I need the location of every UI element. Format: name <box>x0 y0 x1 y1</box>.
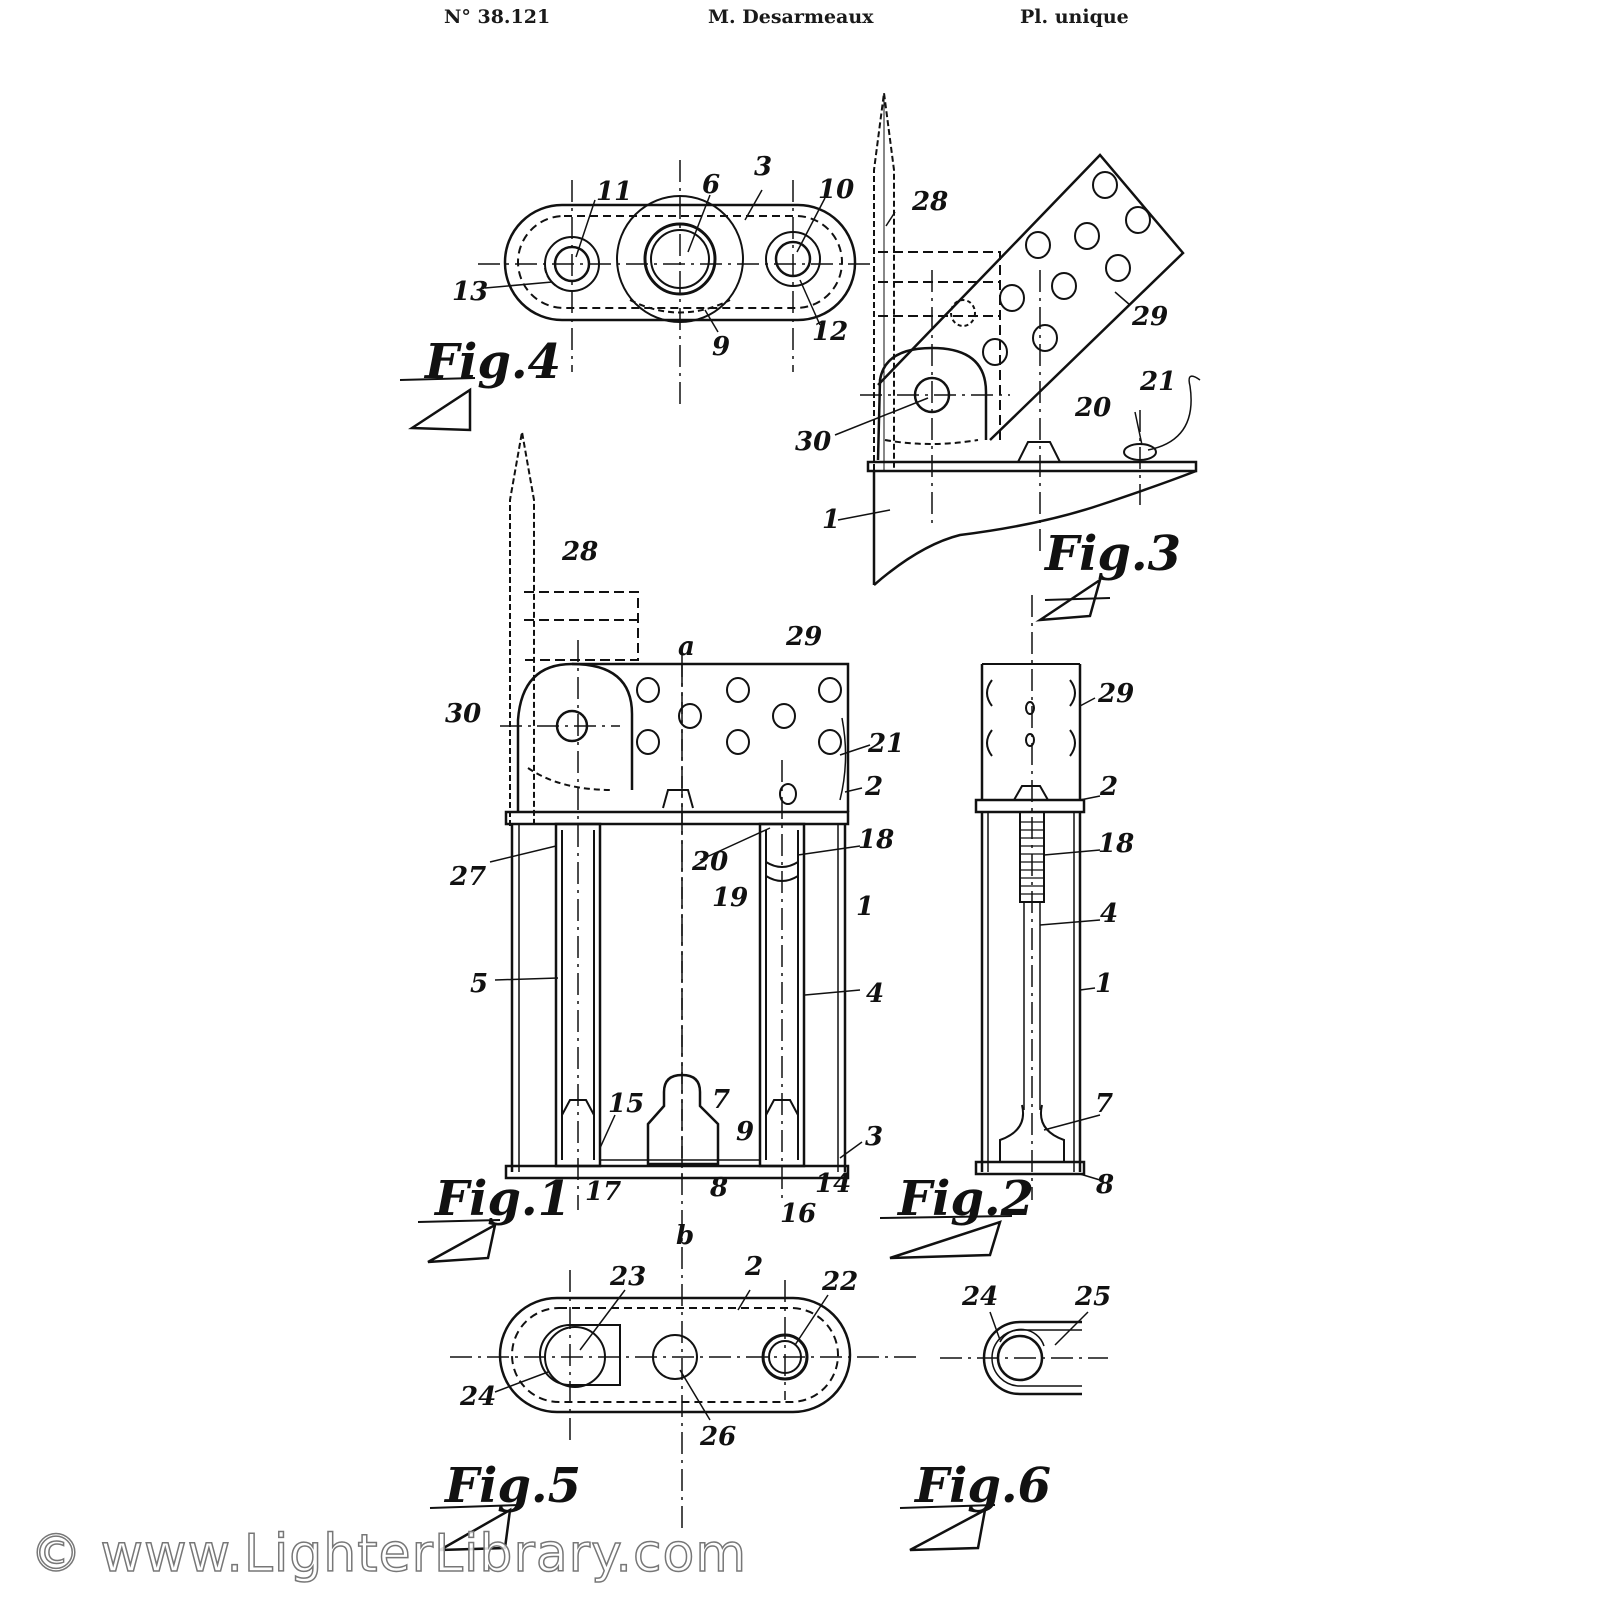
fig2-ref-18: 18 <box>1098 829 1134 859</box>
fig5-drawing <box>429 655 920 1552</box>
fig1-ref-9: 9 <box>736 1117 754 1147</box>
fig6-ref-24: 24 <box>961 1282 998 1312</box>
fig4-drawing <box>399 160 870 432</box>
fig1-ref-b: b <box>676 1221 694 1251</box>
fig3-caption: Fig.3 <box>1043 526 1181 582</box>
fig2-ref-8: 8 <box>1095 1170 1114 1200</box>
fig5-ref-24: 24 <box>459 1382 496 1412</box>
fig6-ref-25: 25 <box>1074 1282 1111 1312</box>
fig4-ref-11: 11 <box>596 177 632 207</box>
fig2-drawing <box>879 595 1101 1260</box>
fig4-ref-10: 10 <box>818 175 854 205</box>
fig1-ref-5: 5 <box>470 969 488 999</box>
fig6-caption: Fig.6 <box>913 1458 1051 1514</box>
fig3-ref-20: 20 <box>1074 393 1111 423</box>
fig3-drawing <box>834 92 1201 622</box>
fig2-caption: Fig.2 <box>896 1171 1034 1227</box>
fig1-drawing <box>417 431 871 1264</box>
fig1-ref-3: 3 <box>865 1122 883 1152</box>
fig5-ref-22: 22 <box>821 1267 858 1297</box>
fig3-ref-1: 1 <box>822 505 840 535</box>
plate-label: Pl. unique <box>1020 6 1129 28</box>
fig1-ref-a: a <box>678 632 695 662</box>
fig4-ref-12: 12 <box>812 317 848 347</box>
fig4-ref-3: 3 <box>754 152 772 182</box>
fig1-ref-15: 15 <box>608 1089 644 1119</box>
fig1-ref-19: 19 <box>712 883 748 913</box>
watermark: © www.LighterLibrary.com <box>29 1523 748 1585</box>
fig1-ref-30: 30 <box>445 699 481 729</box>
fig2-ref-4: 4 <box>1100 899 1118 929</box>
fig4-ref-13: 13 <box>452 277 488 307</box>
fig3-ref-29: 29 <box>1131 302 1168 332</box>
fig1-ref-1: 1 <box>856 892 874 922</box>
fig3-ref-30: 30 <box>795 427 831 457</box>
fig1-caption: Fig.1 <box>433 1171 571 1227</box>
fig5-ref-26: 26 <box>699 1422 736 1452</box>
fig1-ref-27: 27 <box>449 862 486 892</box>
fig4-ref-6: 6 <box>702 170 720 200</box>
fig1-ref-4: 4 <box>866 979 884 1009</box>
fig1-ref-28: 28 <box>561 537 598 567</box>
fig1-ref-20: 20 <box>691 847 728 877</box>
fig1-ref-17: 17 <box>585 1177 621 1207</box>
fig1-ref-8: 8 <box>709 1173 728 1203</box>
patent-number: N° 38.121 <box>444 6 551 28</box>
inventor-name: M. Desarmeaux <box>708 6 874 28</box>
fig1-ref-14: 14 <box>815 1169 851 1199</box>
fig4-ref-9: 9 <box>712 332 730 362</box>
fig4-caption: Fig.4 <box>423 334 561 390</box>
fig6-drawing <box>899 1311 1108 1552</box>
fig3-ref-28: 28 <box>911 187 948 217</box>
fig1-ref-18: 18 <box>858 825 894 855</box>
fig1-ref-2: 2 <box>864 772 883 802</box>
fig1-ref-29: 29 <box>785 622 822 652</box>
fig5-caption: Fig.5 <box>443 1458 581 1514</box>
fig2-ref-1: 1 <box>1095 969 1113 999</box>
fig2-ref-2: 2 <box>1099 772 1118 802</box>
fig3-ref-21: 21 <box>1139 367 1176 397</box>
fig1-ref-21: 21 <box>867 729 904 759</box>
fig5-ref-2: 2 <box>744 1252 763 1282</box>
fig2-ref-7: 7 <box>1095 1089 1113 1119</box>
fig1-ref-16: 16 <box>780 1199 816 1229</box>
fig5-ref-23: 23 <box>609 1262 646 1292</box>
fig2-ref-29: 29 <box>1097 679 1134 709</box>
fig1-ref-7: 7 <box>712 1085 730 1115</box>
